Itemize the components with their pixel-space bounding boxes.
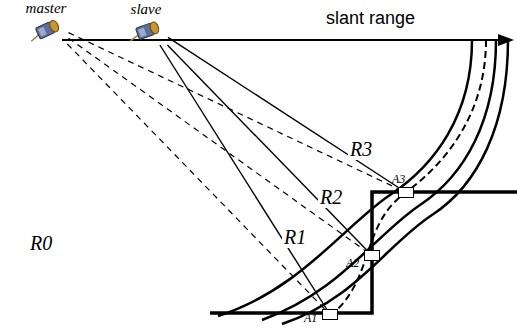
range-line [168,37,398,187]
satellite-icon [26,16,66,44]
axis-arrowhead [498,34,514,46]
satellite-node: master [24,0,69,44]
range-arc [218,40,472,316]
range-line [160,45,327,309]
slant-range-axis [62,39,500,41]
satellite-icon [126,17,166,45]
point-label: A1 [304,312,317,325]
range-arc [282,40,508,324]
range-label: R1 [282,226,308,248]
target-cell: A2 [364,250,380,261]
ground-profile [210,192,517,313]
satellite-node: slave [124,1,168,45]
range-label: R2 [318,186,344,208]
range-line [69,33,399,189]
satellite-label: master [24,0,69,16]
range-arc-dashed [330,40,486,316]
range-line [67,44,324,309]
range-label: R3 [348,138,374,160]
target-cell: A1 [322,309,338,320]
range-line [69,38,365,250]
satellite-label: slave [124,1,168,17]
point-label: A2 [346,257,359,270]
range-label: R0 [28,232,54,254]
point-label: A3 [392,173,405,186]
axis-label: slant range [326,8,415,28]
target-cell: A3 [398,187,414,198]
